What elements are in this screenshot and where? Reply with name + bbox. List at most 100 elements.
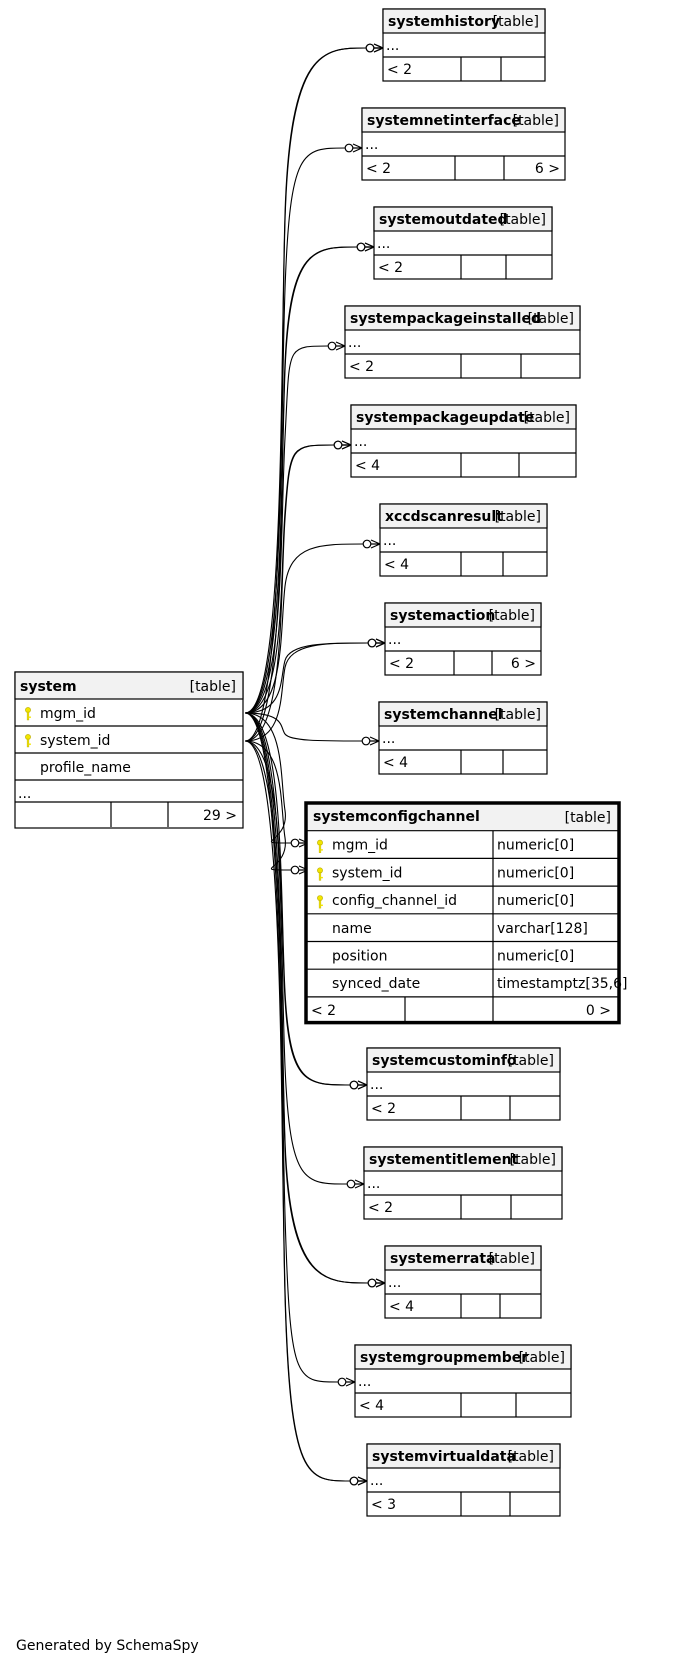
- table-ellipsis: ...: [383, 533, 396, 549]
- table-systempackageupdate[interactable]: systempackageupdate[table]... < 4: [350, 404, 577, 478]
- table-ellipsis: ...: [386, 38, 399, 54]
- table-type-label: [table]: [500, 212, 546, 228]
- table-systementitlement[interactable]: systementitlement[table]... < 2: [363, 1146, 563, 1220]
- table-type-label: [table]: [190, 679, 236, 695]
- table-name: systempackageupdate: [356, 410, 534, 426]
- table-name: system: [20, 679, 77, 695]
- table-type-label: [table]: [489, 608, 535, 624]
- footer-children: 6 >: [511, 656, 536, 672]
- footer-parents: < 4: [355, 458, 380, 474]
- table-xccdscanresult[interactable]: xccdscanresult[table]... < 4: [379, 503, 548, 577]
- footer-parents: < 2: [311, 1003, 336, 1019]
- footer-parents: < 4: [383, 755, 408, 771]
- key-icon: [317, 839, 323, 853]
- table-systemvirtualdata[interactable]: systemvirtualdata[table]...< 3: [366, 1443, 561, 1517]
- table-name: systemcustominfo: [372, 1053, 517, 1069]
- table-systemchannel[interactable]: systemchannel[table]...< 4: [378, 701, 548, 775]
- column-type: numeric[0]: [497, 865, 574, 881]
- table-ellipsis: ...: [382, 731, 395, 747]
- column-system_id: system_id: [40, 733, 110, 749]
- column-name: name: [332, 921, 372, 937]
- table-name: xccdscanresult: [385, 509, 503, 525]
- table-systemerrata[interactable]: systemerrata[table]...< 4: [384, 1245, 542, 1319]
- table-type-label: [table]: [489, 1251, 535, 1267]
- table-name: systemconfigchannel: [313, 809, 480, 825]
- edge-systemnetinterface-0: [244, 143, 363, 714]
- edge-systemoutdated-1: [244, 242, 375, 742]
- edge-systementitlement-0: [244, 712, 365, 1189]
- table-ellipsis: ...: [367, 1176, 380, 1192]
- key-icon: [25, 707, 31, 721]
- footer-parents: < 2: [368, 1200, 393, 1216]
- table-systemoutdated[interactable]: systemoutdated[table]... < 2: [373, 206, 553, 280]
- table-name: systemhistory: [388, 14, 500, 30]
- table-ellipsis: ...: [348, 335, 361, 351]
- key-icon: [317, 895, 323, 909]
- table-ellipsis: ...: [370, 1077, 383, 1093]
- table-ellipsis: ...: [388, 1275, 401, 1291]
- column-row-synced_date: synced_date timestamptz[35,6]: [306, 969, 627, 998]
- table-ellipsis: ...: [18, 786, 31, 802]
- footer-parents: < 3: [371, 1497, 396, 1513]
- table-name: systementitlement: [369, 1152, 519, 1168]
- column-type: numeric[0]: [497, 949, 574, 965]
- table-name: systemaction: [390, 608, 495, 624]
- edge-systemconfigchannel-system_id: [244, 740, 309, 875]
- column-row-system_id: system_id numeric[0]: [306, 858, 619, 887]
- footer-parents: < 4: [389, 1299, 414, 1315]
- column-type: varchar[128]: [497, 921, 588, 937]
- table-name: systemnetinterface: [367, 113, 521, 129]
- footer-children: 29 >: [203, 808, 237, 824]
- edge-systemvirtualdata-1: [244, 740, 368, 1486]
- table-systemcustominfo[interactable]: systemcustominfo[table]...< 2: [366, 1047, 561, 1121]
- edge-systemconfigchannel-mgm_id: [244, 712, 309, 848]
- table-systemgroupmember[interactable]: systemgroupmember[table]...< 4: [354, 1344, 572, 1418]
- column-type: numeric[0]: [497, 893, 574, 909]
- table-systemhistory[interactable]: systemhistory[table]...< 2: [382, 8, 546, 82]
- table-type-label: [table]: [508, 1053, 554, 1069]
- table-type-label: [table]: [524, 410, 570, 426]
- footer-parents: < 2: [378, 260, 403, 276]
- key-icon: [25, 734, 31, 748]
- column-name: system_id: [332, 865, 402, 881]
- table-ellipsis: ...: [354, 434, 367, 450]
- table-type-label: [table]: [510, 1152, 556, 1168]
- footer-children: 6 >: [535, 161, 560, 177]
- edge-systempackageinstalled-0: [244, 341, 346, 714]
- footer-parents: < 4: [359, 1398, 384, 1414]
- table-ellipsis: ...: [358, 1374, 371, 1390]
- relationship-edges: [244, 43, 386, 1486]
- table-type-label: [table]: [495, 509, 541, 525]
- table-system[interactable]: system[table]mgm_idsystem_idprofile_name…: [14, 671, 244, 829]
- table-type-label: [table]: [508, 1449, 554, 1465]
- generated-by-label: Generated by SchemaSpy: [16, 1638, 199, 1654]
- table-ellipsis: ...: [365, 137, 378, 153]
- table-name: systempackageinstalled: [350, 311, 541, 327]
- table-ellipsis: ...: [377, 236, 390, 252]
- column-name: synced_date: [332, 976, 420, 992]
- footer-parents: < 2: [366, 161, 391, 177]
- column-type: numeric[0]: [497, 838, 574, 854]
- column-mgm_id: mgm_id: [40, 706, 96, 722]
- footer-parents: < 4: [384, 557, 409, 573]
- column-name: position: [332, 949, 387, 965]
- edge-systemaction-1: [244, 638, 386, 742]
- table-type-label: [table]: [493, 14, 539, 30]
- column-type: timestamptz[35,6]: [497, 976, 627, 992]
- table-type-label: [table]: [519, 1350, 565, 1366]
- table-systempackageinstalled[interactable]: systempackageinstalled[table]...< 2: [344, 305, 581, 379]
- footer-parents: < 2: [349, 359, 374, 375]
- table-ellipsis: ...: [370, 1473, 383, 1489]
- edge-xccdscanresult-0: [244, 539, 381, 714]
- key-icon: [317, 867, 323, 881]
- table-name: systemoutdated: [379, 212, 508, 228]
- footer-children: 0 >: [586, 1003, 611, 1019]
- column-row-position: position numeric[0]: [306, 941, 619, 970]
- edge-systemerrata-1: [244, 740, 386, 1288]
